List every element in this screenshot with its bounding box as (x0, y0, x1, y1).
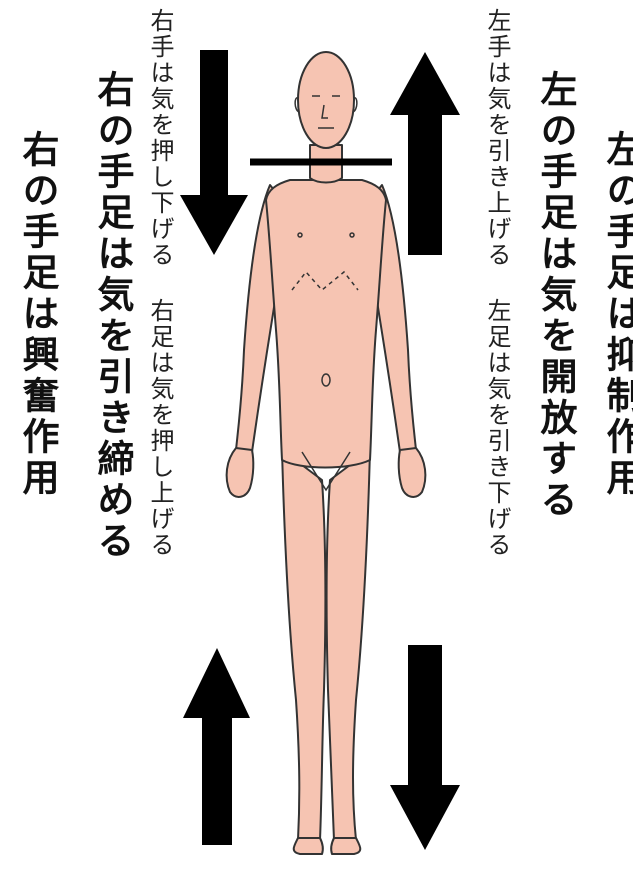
label-right-limbs-excite: 右の手足は興奮作用 (16, 130, 59, 499)
label-right-hand-foot-flow: 右手は気を押し下げる 右足は気を押し上げる (146, 8, 174, 558)
label-left-limbs-inhibit: 左の手足は抑制作用 (600, 130, 633, 499)
face (294, 95, 358, 129)
arrow-down-icon (180, 50, 248, 255)
body-details (291, 232, 359, 492)
arrow-up-icon (390, 52, 460, 255)
human-figure (225, 51, 427, 855)
label-left-limbs-release: 左の手足は気を開放する (534, 70, 577, 521)
label-left-hand-foot-flow: 左手は気を引き上げる 左足は気を引き下げる (483, 8, 511, 558)
arrow-down-icon (390, 645, 460, 850)
arrow-up-icon (183, 648, 250, 845)
label-right-limbs-tighten: 右の手足は気を引き締める (91, 70, 134, 562)
